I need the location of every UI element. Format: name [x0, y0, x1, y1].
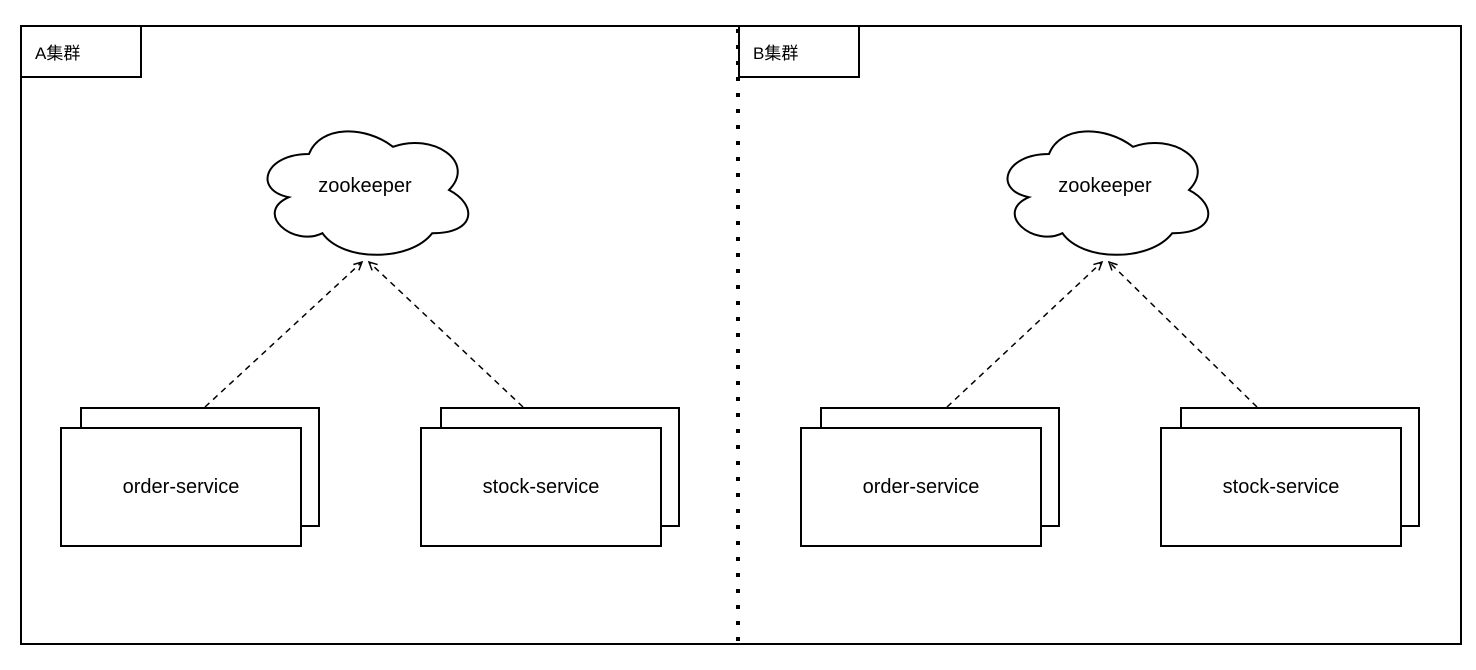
- stock-service-b-label: stock-service: [1222, 475, 1340, 498]
- order-service-b-label: order-service: [862, 475, 980, 498]
- link-order-b-to-zookeeper: [946, 260, 1104, 408]
- stock-service-a-label: stock-service: [482, 475, 600, 498]
- zookeeper-cloud-a: [268, 131, 469, 254]
- cluster-a-label-box: A集群: [20, 25, 142, 78]
- cluster-b-label: B集群: [753, 44, 799, 63]
- order-service-a-label: order-service: [122, 475, 240, 498]
- link-stock-b-to-zookeeper: [1107, 260, 1258, 408]
- order-service-a-box: order-service: [60, 427, 302, 547]
- link-order-a-to-zookeeper: [204, 260, 364, 408]
- order-service-b-box: order-service: [800, 427, 1042, 547]
- zookeeper-cloud-b: [1008, 131, 1209, 254]
- cluster-a-label: A集群: [35, 44, 81, 63]
- stock-service-b-box: stock-service: [1160, 427, 1402, 547]
- cluster-b-label-box: B集群: [738, 25, 860, 78]
- stock-service-a-box: stock-service: [420, 427, 662, 547]
- link-stock-a-to-zookeeper: [367, 260, 524, 408]
